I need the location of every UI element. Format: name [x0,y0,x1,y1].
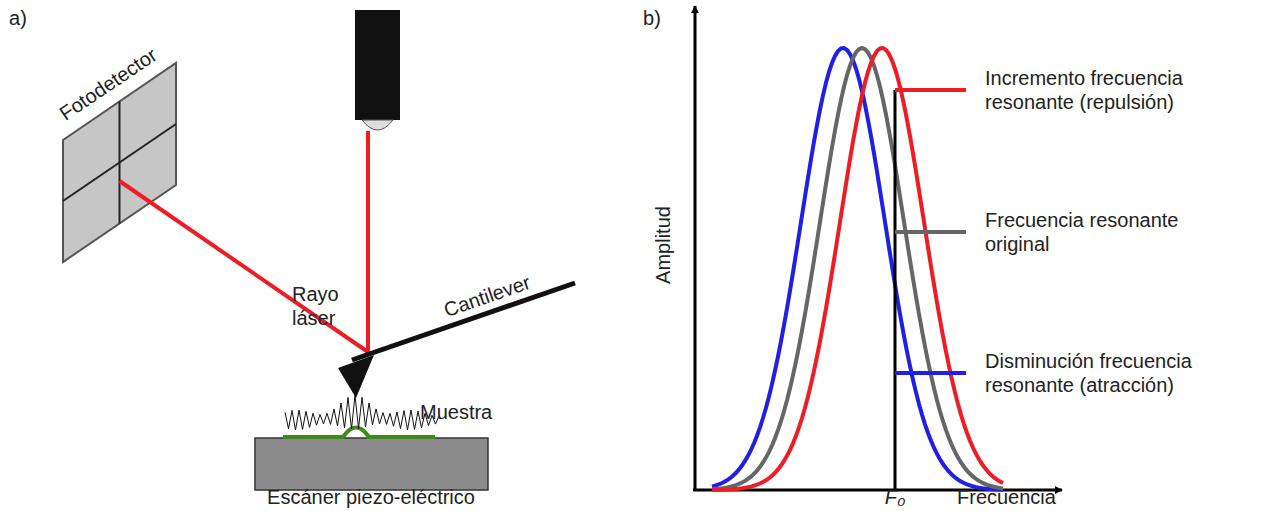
part-label: Muestra [420,400,492,424]
detector-divider [63,124,176,201]
part-label: Escáner piezo-eléctrico [267,485,475,509]
callout-text: Frecuencia resonante original [985,208,1240,256]
leader-line [895,230,966,234]
laser-lens [362,120,393,130]
axis-tick-label: F₀ [885,485,906,509]
oscillation-trace [285,395,439,430]
sample-surface [283,428,435,438]
part-label: Rayo láser [292,282,362,330]
axis-label: Frecuencia [957,485,1056,509]
axis-label: Amplitud [651,206,675,284]
curve-repulsion [712,48,1003,490]
reflected-beam [120,181,369,352]
y-axis [694,6,697,490]
leader-line [895,371,966,375]
curve-attraction [712,48,1003,490]
panel-letter: a) [9,6,27,30]
panel-letter: b) [643,6,661,30]
laser-source [355,10,400,120]
callout-text: Disminución frecuencia resonante (atracc… [985,349,1240,397]
callout-text: Incremento frecuencia resonante (repulsi… [985,66,1240,114]
curve-original [712,48,1003,489]
probe-tip [338,355,374,398]
laser-beam [366,131,370,352]
leader-line [895,88,966,92]
f0-marker [894,90,897,490]
piezo-scanner [255,438,488,490]
